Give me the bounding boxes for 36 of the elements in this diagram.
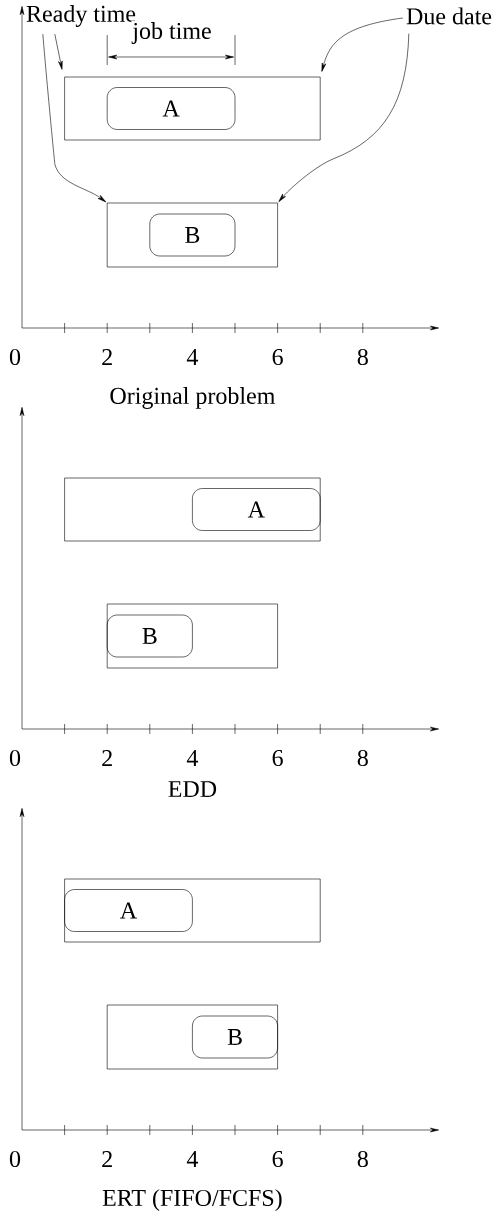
tick-label: 6 — [270, 748, 285, 768]
tick-label: 4 — [185, 1150, 200, 1168]
arrow — [321, 17, 404, 72]
tick-label: 6 — [270, 1149, 285, 1169]
tick-label: 2 — [100, 749, 115, 767]
job-box: A — [106, 87, 236, 130]
time-window-box — [106, 202, 278, 268]
tick-label: 2 — [100, 1150, 115, 1168]
job-box: A — [192, 488, 321, 531]
dimension-label: job time — [131, 21, 213, 45]
time-window-box — [106, 1004, 278, 1070]
arrow — [278, 33, 410, 202]
tick-label: 0 — [8, 748, 22, 768]
tick-label: 0 — [8, 1149, 22, 1169]
time-window-box — [106, 603, 278, 669]
time-window-box — [64, 76, 321, 141]
tick-label: 4 — [185, 348, 200, 366]
panel-caption: ERT (FIFO/FCFS) — [101, 1188, 284, 1212]
job-box: B — [149, 213, 236, 257]
tick-label: 8 — [355, 347, 370, 367]
job-box: A — [64, 889, 193, 932]
time-window-box — [64, 477, 321, 542]
tick-label: 2 — [100, 348, 115, 366]
tick-label: 0 — [8, 347, 22, 367]
callout-text: Due date — [406, 7, 492, 25]
time-window-box — [64, 878, 321, 943]
arrow — [42, 33, 107, 203]
tick-label: 8 — [355, 1149, 370, 1169]
panel-caption: EDD — [166, 780, 219, 798]
tick-label: 6 — [270, 347, 285, 367]
tick-label: 4 — [185, 749, 200, 767]
arrow — [54, 33, 63, 70]
tick-label: 8 — [355, 748, 370, 768]
panel-caption: Original problem — [108, 386, 277, 410]
job-box: B — [192, 1015, 278, 1059]
job-box: B — [106, 614, 193, 658]
